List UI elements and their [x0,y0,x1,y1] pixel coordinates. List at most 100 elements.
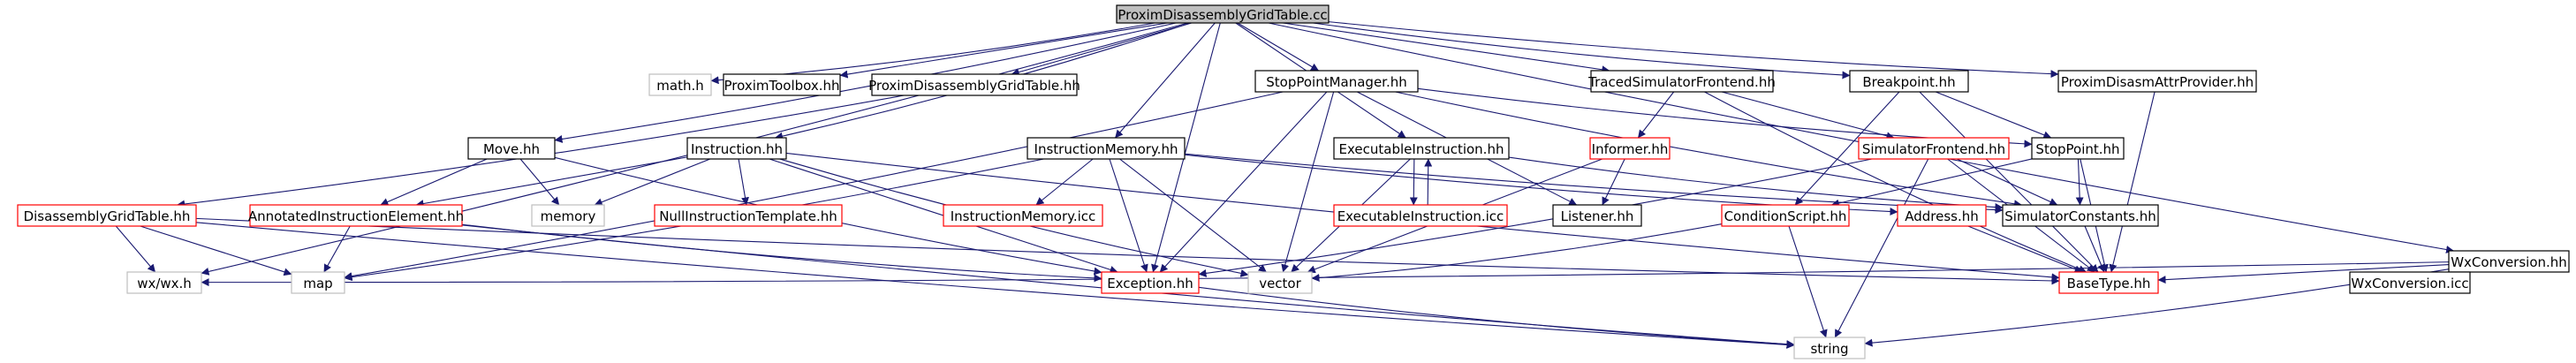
node-pdgt_hh[interactable]: ProximDisassemblyGridTable.hh [868,73,1080,96]
node-label-wxwx: wx/wx.h [137,276,192,291]
node-simconst[interactable]: SimulatorConstants.hh [2002,204,2159,227]
node-box-root [1116,4,1330,24]
node-root[interactable]: ProximDisassemblyGridTable.cc [1116,4,1330,24]
edge-instrmem-to-exception [1109,158,1148,273]
node-label-address: Address.hh [1905,208,1979,224]
edge-dgt-to-string [195,222,1795,349]
node-label-instrmemicc: InstructionMemory.icc [951,208,1096,224]
node-move[interactable]: Move.hh [467,137,556,160]
node-box-wxconvicc [2349,271,2471,294]
edge-exception-to-string [1198,286,1795,349]
edge-instruction-to-memory [594,158,711,207]
node-attrprov[interactable]: ProximDisasmAttrProvider.hh [2057,70,2257,93]
node-breakpoint[interactable]: Breakpoint.hh [1849,70,1969,93]
node-instrmemicc[interactable]: InstructionMemory.icc [943,204,1103,227]
node-memory[interactable]: memory [531,204,605,227]
node-box-nullinstr [654,204,843,227]
node-listener[interactable]: Listener.hh [1552,204,1642,227]
edge-wxconv-to-basetype [2157,264,2450,284]
edge-address-to-basetype [1967,225,2083,273]
node-string[interactable]: string [1793,337,1866,359]
edge-stoppointmgr-to-stoppoint [1417,87,2033,148]
node-label-dgt: DisassemblyGridTable.hh [24,208,191,224]
node-label-instrmem: InstructionMemory.hh [1034,141,1178,157]
node-tracedsim[interactable]: TracedSimulatorFrontend.hh [1587,70,1776,93]
node-address[interactable]: Address.hh [1897,204,1987,227]
node-execicc[interactable]: ExecutableInstruction.icc [1333,204,1508,227]
edge-stoppoint-to-simconst [2075,158,2084,206]
edge-root-to-toolbox [839,22,1168,79]
node-label-vector: vector [1259,276,1301,291]
edge-instruction-to-annot [415,156,688,208]
node-box-annot [249,204,463,227]
node-box-string [1793,337,1866,359]
node-wxconv[interactable]: WxConversion.hh [2448,250,2570,273]
edge-root-to-exception [1151,22,1221,273]
node-label-attrprov: ProximDisasmAttrProvider.hh [2061,74,2254,90]
node-simfront[interactable]: SimulatorFrontend.hh [1858,137,2010,160]
edge-tracedsim-to-basetype [1704,91,2087,273]
node-box-move [467,137,556,160]
node-execinstr[interactable]: ExecutableInstruction.hh [1333,137,1510,160]
edge-root-to-tracedsim [1283,22,1610,74]
edge-dgt-to-map [140,225,292,276]
edge-move-to-memory [519,158,560,206]
edge-stoppointmgr-to-simconst [1395,91,2022,208]
edge-condscript-to-vector [1311,223,1723,283]
node-instrmem[interactable]: InstructionMemory.hh [1027,137,1186,160]
node-dgt[interactable]: DisassemblyGridTable.hh [17,204,197,227]
edge-stoppointmgr-to-map [344,91,1284,281]
node-stoppoint[interactable]: StopPoint.hh [2031,137,2125,160]
node-box-breakpoint [1849,70,1969,93]
node-basetype[interactable]: BaseType.hh [2058,271,2159,294]
node-label-memory: memory [541,208,596,224]
node-box-wxwx [126,271,202,294]
node-nullinstr[interactable]: NullInstructionTemplate.hh [654,204,843,227]
node-box-dgt [17,204,197,227]
edge-simfront-to-simconst [1956,158,2058,206]
node-label-basetype: BaseType.hh [2067,276,2151,291]
edge-stoppointmgr-to-exception [1159,91,1328,273]
node-label-tracedsim: TracedSimulatorFrontend.hh [1587,74,1776,90]
node-box-execicc [1333,204,1508,227]
node-map[interactable]: map [291,271,345,294]
node-toolbox[interactable]: ProximToolbox.hh [723,73,841,96]
node-instruction[interactable]: Instruction.hh [686,137,787,160]
node-informer[interactable]: Informer.hh [1589,137,1671,160]
node-box-math [648,73,712,96]
node-stoppointmgr[interactable]: StopPointManager.hh [1254,70,1419,93]
node-condscript[interactable]: ConditionScript.hh [1721,204,1850,227]
edge-informer-to-listener [1602,158,1625,206]
node-box-condscript [1721,204,1850,227]
edge-instruction-to-nullinstr [738,158,749,206]
node-box-stoppointmgr [1254,70,1419,93]
node-box-informer [1589,137,1671,160]
edge-stoppointmgr-to-vector [1281,91,1335,273]
edge-breakpoint-to-basetype [1919,91,2099,273]
node-label-condscript: ConditionScript.hh [1724,208,1847,224]
edge-tracedsim-to-informer [1637,91,1675,139]
edge-root-to-attrprov [1328,21,2059,79]
node-label-nullinstr: NullInstructionTemplate.hh [659,208,837,224]
node-box-attrprov [2057,70,2257,93]
node-annot[interactable]: AnnotatedInstructionElement.hh [248,204,464,227]
edge-simfront-to-exception [1198,158,1873,277]
edge-root-to-breakpoint [1313,22,1851,79]
node-math[interactable]: math.h [648,73,712,96]
node-box-vector [1247,271,1313,294]
node-wxwx[interactable]: wx/wx.h [126,271,202,294]
node-exception[interactable]: Exception.hh [1101,271,1200,294]
edge-tracedsim-to-simfront [1721,91,1895,140]
node-label-math: math.h [656,78,703,94]
node-box-toolbox [723,73,841,96]
node-label-stoppointmgr: StopPointManager.hh [1266,74,1407,90]
edge-breakpoint-to-stoppoint [1935,91,2052,140]
node-wxconvicc[interactable]: WxConversion.icc [2349,271,2471,294]
node-label-execicc: ExecutableInstruction.icc [1337,208,1504,224]
nodes-layer: ProximDisassemblyGridTable.cc math.h Proxi… [17,4,2570,359]
edge-stoppoint-to-condscript [1830,158,2033,208]
edge-attrprov-to-basetype [2109,91,2156,273]
edge-simfront-to-string [1834,158,1929,338]
node-vector[interactable]: vector [1247,271,1313,294]
node-box-tracedsim [1590,70,1774,93]
